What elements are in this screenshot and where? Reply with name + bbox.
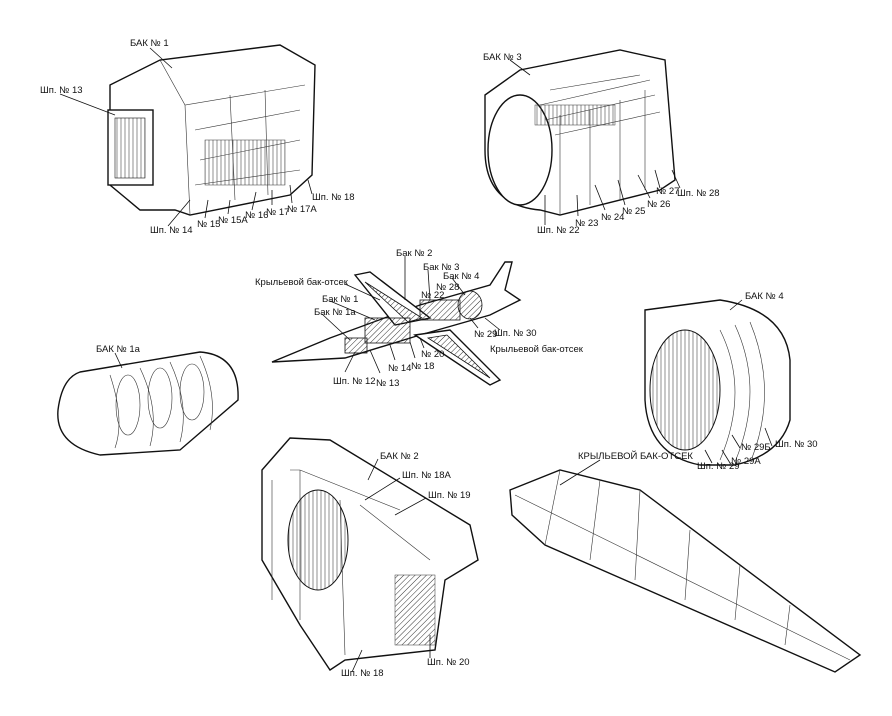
tank-4-frame-label: Шп. № 30 xyxy=(775,439,818,450)
tank-3-frame-label: № 25 xyxy=(622,206,645,217)
tank-1a-title: БАК № 1а xyxy=(96,344,141,355)
tank-1-drawing xyxy=(107,44,316,216)
aircraft-label-frame-29: № 29 xyxy=(474,329,497,340)
tank-1-frame-label: Шп. № 13 xyxy=(40,85,83,96)
wing-tank-title: КРЫЛЬЕВОЙ БАК-ОТСЕК xyxy=(578,450,693,462)
aircraft-label-frame-18: № 18 xyxy=(411,361,434,372)
aircraft-label-frame-12: Шп. № 12 xyxy=(333,376,376,387)
tank-2-frame-label: Шп. № 18А xyxy=(402,470,452,481)
tank-3-frame-label: № 26 xyxy=(647,199,670,210)
aircraft-label-wing-tank: Крыльевой бак-отсек xyxy=(255,277,349,288)
aircraft-label-tank-3: Бак № 3 xyxy=(423,262,459,273)
tank-1-frame-label: № 15 xyxy=(197,219,220,230)
tank-1-leaders xyxy=(59,47,313,227)
aircraft-label-frame-30: Шп. № 30 xyxy=(494,328,537,339)
aircraft-label-tank-1: Бак № 1 xyxy=(322,294,358,305)
tank-3-leaders xyxy=(509,59,681,225)
wing-tank-leader xyxy=(559,459,601,486)
aircraft-label-frame-20: № 20 xyxy=(421,349,444,360)
tank-1-frame-label: № 17А xyxy=(287,204,317,215)
tank-3-title: БАК № 3 xyxy=(483,52,522,63)
tank-1-frame-label: № 17 xyxy=(266,207,289,218)
aircraft-label-frame-14: № 14 xyxy=(388,363,411,374)
tank-4-leaders xyxy=(704,299,773,464)
tank-2-frame-label: Шп. № 18 xyxy=(341,668,384,679)
tank-3-frame-label: № 24 xyxy=(601,212,624,223)
tank-2-title: БАК № 2 xyxy=(380,451,419,462)
aircraft-leaders xyxy=(321,256,501,374)
wing-tank-drawing xyxy=(509,469,862,673)
tank-4-title: БАК № 4 xyxy=(745,291,784,302)
tank-3-frame-label: № 23 xyxy=(575,218,598,229)
aircraft-label-tank-1a: Бак № 1а xyxy=(314,307,356,318)
aircraft-label-tank-4: Бак № 4 xyxy=(443,271,479,282)
aircraft-label-frame-22: № 22 xyxy=(421,290,444,301)
tank-1-frame-label: № 15А xyxy=(218,215,248,226)
tank-2-frame-label: Шп. № 19 xyxy=(428,490,471,501)
tank-1-frame-label: № 16 xyxy=(245,210,268,221)
aircraft-label-frame-13: № 13 xyxy=(376,378,399,389)
aircraft-label-tank-2: Бак № 2 xyxy=(396,248,432,259)
aircraft-label-frame-28: № 28 xyxy=(436,282,459,293)
tank-4-frame-label: Шп. № 29 xyxy=(697,461,740,472)
tank-1-frame-label: Шп. № 14 xyxy=(150,225,193,236)
aircraft-label-wing-tank: Крыльевой бак-отсек xyxy=(490,344,584,355)
tank-4-frame-label: № 29Б xyxy=(741,442,771,453)
tank-1a-leader xyxy=(114,352,123,369)
tank-2-drawing xyxy=(261,437,479,671)
tank-2-leaders xyxy=(351,458,431,673)
tank-3-frame-label: № 27 xyxy=(656,186,679,197)
tank-3-frame-label: Шп. № 28 xyxy=(677,188,720,199)
tank-4-frame-label: № 29А xyxy=(731,456,761,467)
tank-4-drawing xyxy=(644,299,791,466)
tank-3-frame-label: Шп. № 22 xyxy=(537,225,580,236)
tank-2-frame-label: Шп. № 20 xyxy=(427,657,470,668)
aircraft-drawing xyxy=(271,261,522,386)
tank-1-frame-label: Шп. № 18 xyxy=(312,192,355,203)
tank-3-drawing xyxy=(484,49,676,216)
tank-1a-drawing xyxy=(57,351,239,456)
tank-1-title: БАК № 1 xyxy=(130,38,169,49)
